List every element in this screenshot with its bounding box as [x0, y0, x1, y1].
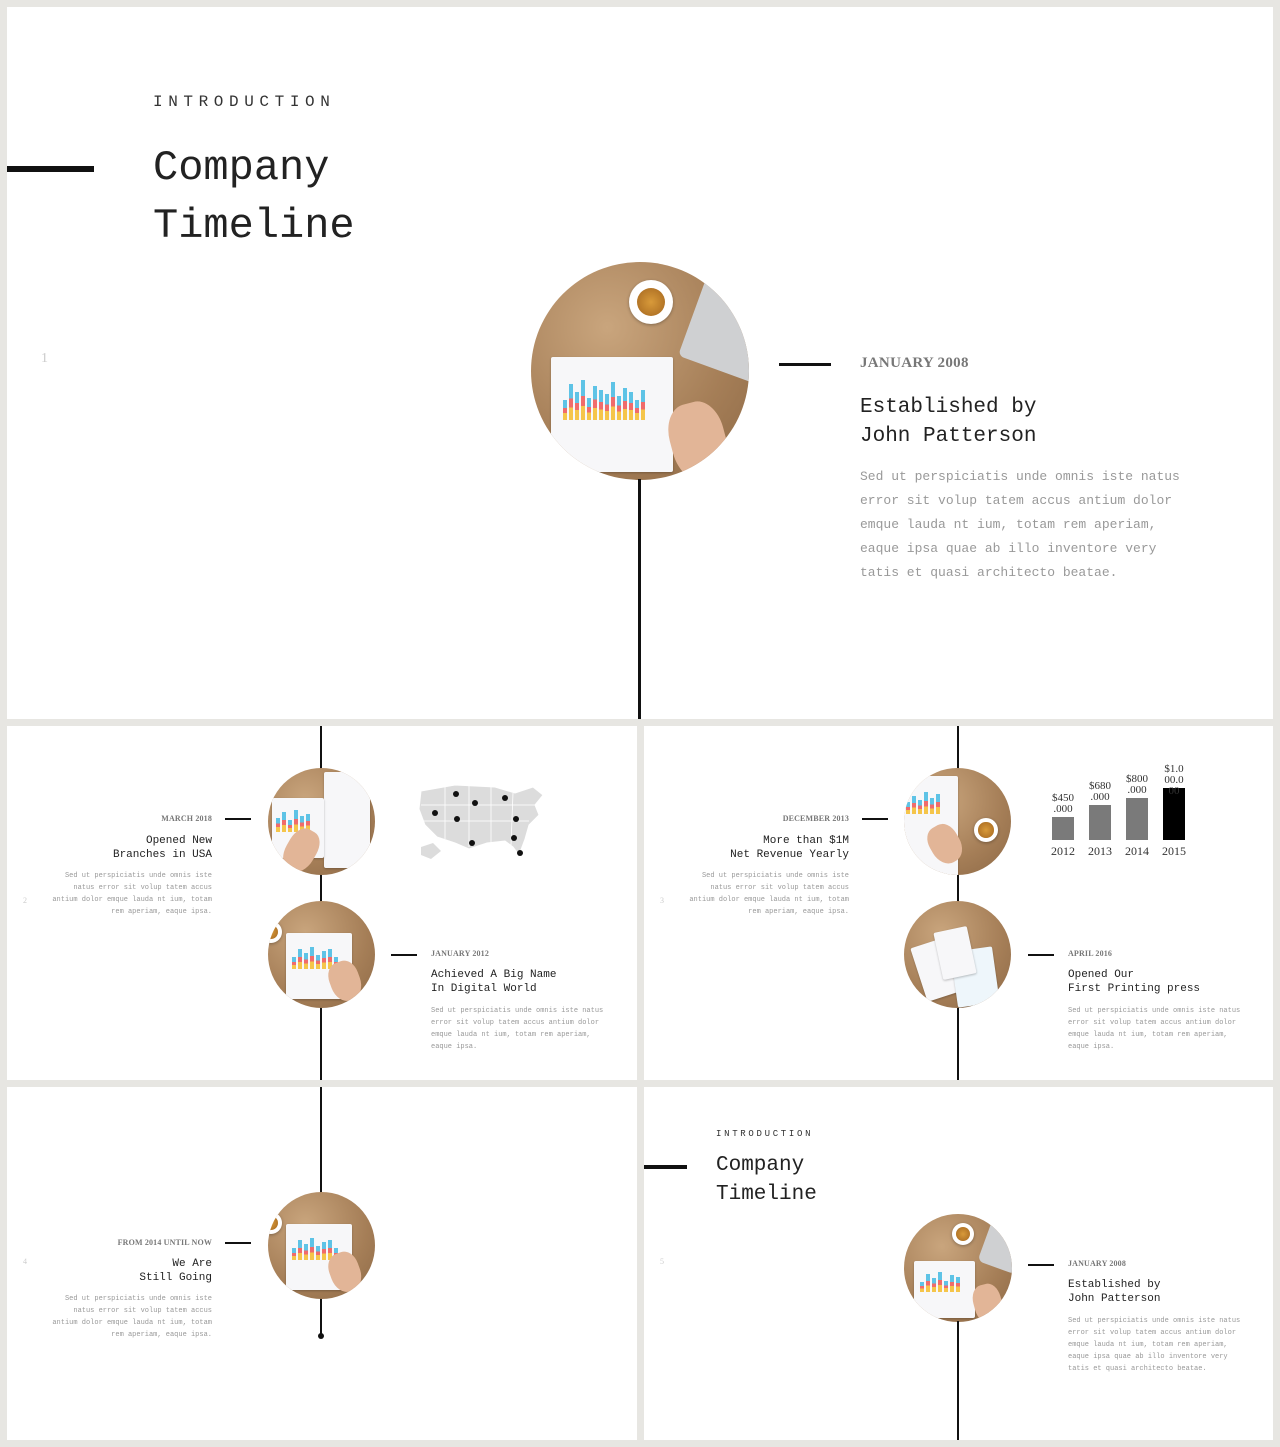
- event-body: Sed ut perspiciatis unde omnis iste natu…: [52, 1295, 212, 1339]
- event-heading: We Are Still Going: [139, 1258, 212, 1284]
- photo-chart-coffee: [268, 1192, 375, 1299]
- event-connector: [391, 954, 417, 956]
- map-dot: [502, 795, 508, 801]
- photo-chart-coffee: [904, 1214, 1012, 1322]
- event-heading: Established by John Patterson: [860, 396, 1037, 448]
- slide-intro-small: INTRODUCTION Company Timeline 5 JANUARY …: [644, 1087, 1273, 1440]
- revenue-year-2015: 2015: [1162, 844, 1186, 858]
- photo-chart-document: [268, 768, 375, 875]
- event-date: JANUARY 2008: [860, 355, 969, 371]
- event-date: MARCH 2018: [161, 814, 212, 823]
- paper-chart: [920, 1270, 960, 1292]
- page-number: 4: [23, 1257, 27, 1266]
- slide-branches: 2 MARCH 2018 Opened New Branches in USA …: [7, 726, 637, 1080]
- event-connector: [862, 818, 888, 820]
- timeline-end-dot: [318, 1333, 324, 1339]
- timeline-line: [957, 1321, 959, 1440]
- revenue-value-2015: $1.0 00.0 00: [1164, 763, 1184, 797]
- event-connector: [779, 363, 831, 366]
- event-date: JANUARY 2012: [431, 949, 490, 958]
- map-dot: [472, 800, 478, 806]
- page-number: 2: [23, 896, 27, 905]
- coffee-cup: [268, 1212, 282, 1234]
- revenue-bar-2012: [1052, 817, 1074, 840]
- laptop: [977, 1218, 1012, 1275]
- event-heading: Established by John Patterson: [1068, 1279, 1161, 1305]
- paper-chart: [276, 808, 310, 832]
- map-dot: [453, 791, 459, 797]
- map-dot: [454, 816, 460, 822]
- event-heading: More than $1M Net Revenue Yearly: [730, 835, 849, 861]
- title-accent-bar: [644, 1165, 687, 1169]
- revenue-year-2014: 2014: [1125, 844, 1149, 858]
- paper: [324, 772, 370, 868]
- event-connector: [225, 818, 251, 820]
- event-heading: Opened Our First Printing press: [1068, 969, 1201, 995]
- coffee-cup: [952, 1223, 974, 1245]
- photo-brochures: [904, 901, 1011, 1008]
- map-dot: [513, 816, 519, 822]
- timeline-line: [638, 479, 641, 719]
- revenue-value-2014: $800 .000: [1126, 773, 1148, 796]
- photo-chart-writing: [904, 768, 1011, 875]
- event-date: FROM 2014 UNTIL NOW: [117, 1238, 212, 1247]
- event-body: Sed ut perspiciatis unde omnis iste natu…: [431, 1007, 604, 1051]
- coffee-cup: [268, 921, 282, 943]
- map-dot: [517, 850, 523, 856]
- page-number: 3: [660, 896, 664, 905]
- page-title: Company Timeline: [153, 144, 355, 250]
- revenue-chart: $450 .000 2012 $680 .000 2013 $800 .000 2014 $…: [1044, 763, 1204, 866]
- event-body: Sed ut perspiciatis unde omnis iste natu…: [689, 872, 849, 916]
- kicker: INTRODUCTION: [153, 93, 336, 111]
- page-title: Company Timeline: [716, 1154, 817, 1206]
- revenue-bar-2014: [1126, 798, 1148, 840]
- event-connector: [225, 1242, 251, 1244]
- event-body: Sed ut perspiciatis unde omnis iste natu…: [1068, 1317, 1241, 1373]
- map-dot: [432, 810, 438, 816]
- event-body: Sed ut perspiciatis unde omnis iste natu…: [1068, 1007, 1241, 1051]
- photo-chart-coffee: [268, 901, 375, 1008]
- slide-main: INTRODUCTION Company Timeline 1 JANUARY …: [7, 7, 1273, 719]
- revenue-bar-2015: [1163, 788, 1185, 840]
- event-body: Sed ut perspiciatis unde omnis iste natu…: [860, 469, 1180, 580]
- event-heading: Opened New Branches in USA: [112, 835, 212, 861]
- photo-chart-coffee: [531, 262, 749, 480]
- slide-revenue: 3 DECEMBER 2013 More than $1M Net Revenu…: [644, 726, 1273, 1080]
- event-date: DECEMBER 2013: [782, 814, 849, 823]
- usa-map: [418, 784, 544, 859]
- slide-still-going: 4 FROM 2014 UNTIL NOW We Are Still Going…: [7, 1087, 637, 1440]
- page-number: 1: [41, 351, 48, 366]
- revenue-value-2012: $450 .000: [1052, 792, 1074, 815]
- map-dot: [511, 835, 517, 841]
- event-connector: [1028, 1264, 1054, 1266]
- coffee-cup: [974, 818, 998, 842]
- event-heading: Achieved A Big Name In Digital World: [431, 969, 557, 995]
- map-dot: [469, 840, 475, 846]
- revenue-year-2012: 2012: [1051, 844, 1075, 858]
- coffee-cup: [629, 280, 673, 324]
- kicker: INTRODUCTION: [716, 1129, 814, 1139]
- revenue-year-2013: 2013: [1088, 844, 1112, 858]
- event-connector: [1028, 954, 1054, 956]
- laptop: [678, 271, 749, 383]
- revenue-bar-2013: [1089, 805, 1111, 840]
- title-accent-bar: [7, 166, 94, 172]
- revenue-value-2013: $680 .000: [1089, 780, 1111, 803]
- page-number: 5: [660, 1257, 664, 1266]
- event-date: JANUARY 2008: [1068, 1259, 1127, 1268]
- paper-chart: [563, 374, 645, 420]
- event-date: APRIL 2016: [1068, 949, 1113, 958]
- event-body: Sed ut perspiciatis unde omnis iste natu…: [52, 872, 212, 916]
- paper-chart: [906, 790, 940, 814]
